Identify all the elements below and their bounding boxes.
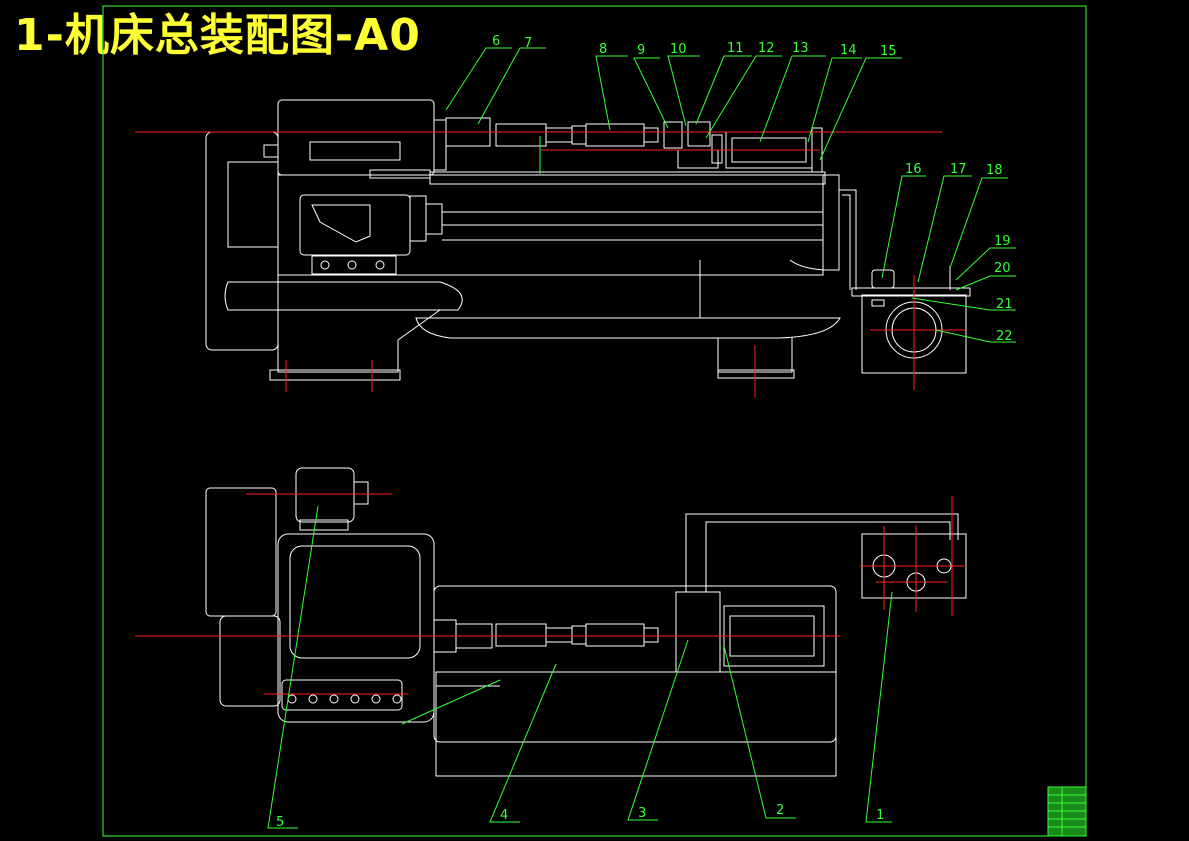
balloon-17: 17 xyxy=(950,162,967,177)
balloon-20: 20 xyxy=(994,261,1011,276)
balloon-10: 10 xyxy=(670,42,687,57)
balloon-5: 5 xyxy=(276,815,284,830)
balloon-4: 4 xyxy=(500,808,508,823)
balloon-22: 22 xyxy=(996,329,1013,344)
front-centerlines xyxy=(135,131,965,398)
balloon-labels: 6 7 8 9 10 11 12 13 14 15 16 17 18 19 20… xyxy=(276,34,1013,830)
balloon-8: 8 xyxy=(599,42,607,57)
top-centerlines xyxy=(135,493,966,695)
balloon-14: 14 xyxy=(840,43,857,58)
balloon-9: 9 xyxy=(637,43,645,58)
balloon-12: 12 xyxy=(758,41,775,56)
balloon-3: 3 xyxy=(638,806,646,821)
sheet-border xyxy=(102,5,1087,837)
balloon-19: 19 xyxy=(994,234,1011,249)
balloon-15: 15 xyxy=(880,44,897,59)
balloon-16: 16 xyxy=(905,162,922,177)
title-block xyxy=(1047,786,1087,837)
front-view xyxy=(205,99,971,381)
balloon-1: 1 xyxy=(876,808,884,823)
top-view xyxy=(205,467,967,777)
balloon-7: 7 xyxy=(524,36,532,51)
balloon-18: 18 xyxy=(986,163,1003,178)
balloon-13: 13 xyxy=(792,41,809,56)
balloon-2: 2 xyxy=(776,803,784,818)
balloon-21: 21 xyxy=(996,297,1013,312)
leaders xyxy=(267,47,1016,829)
drawing-title: 1-机床总装配图-A0 xyxy=(14,10,421,61)
balloon-11: 11 xyxy=(727,41,744,56)
balloon-6: 6 xyxy=(492,34,500,49)
